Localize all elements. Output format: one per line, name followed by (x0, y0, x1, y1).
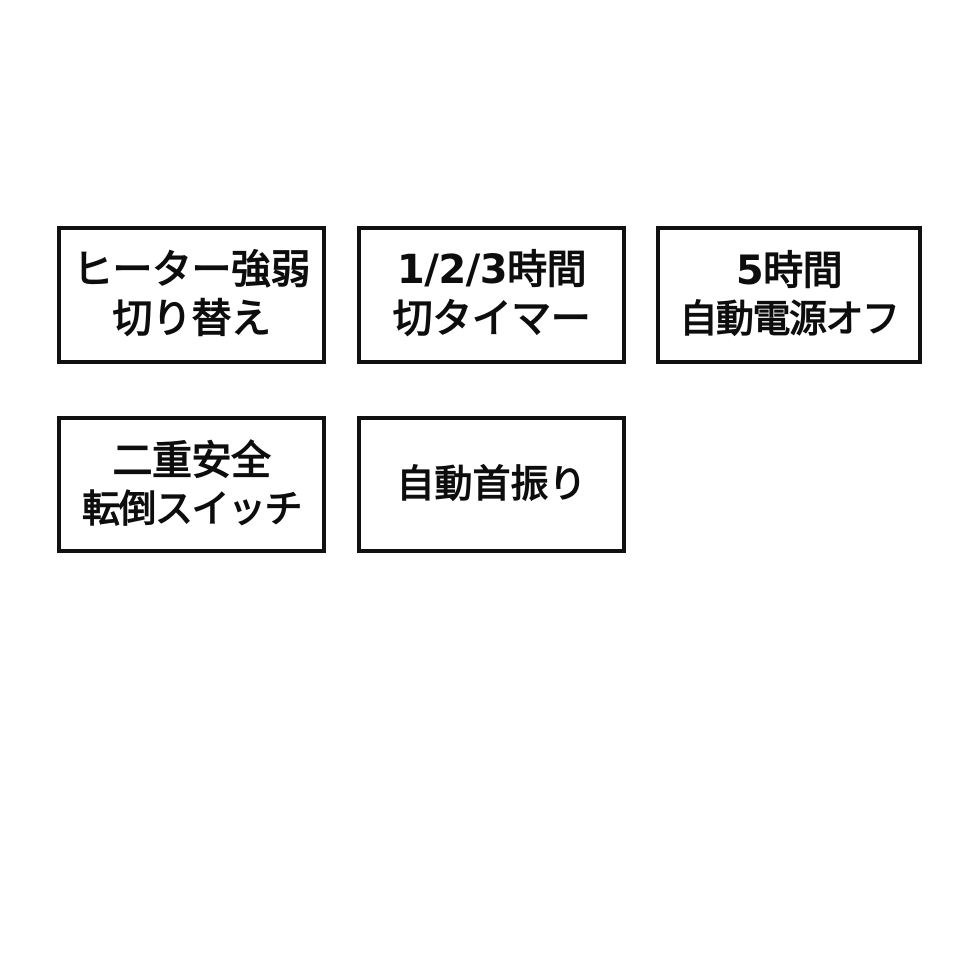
feature-label-line2: 転倒スイッチ (81, 486, 303, 531)
feature-label-line2: 切タイマー (392, 296, 591, 342)
feature-label-line1: 5時間 (735, 248, 843, 295)
feature-card-heater-power-switch: ヒーター強弱 切り替え (57, 226, 326, 364)
feature-label-line2: 切り替え (112, 296, 272, 342)
feature-card-off-timer: 1/2/3時間 切タイマー (357, 226, 626, 364)
feature-label-line1: 自動首振り (396, 462, 587, 507)
feature-card-auto-power-off: 5時間 自動電源オフ (656, 226, 922, 364)
feature-label-line1: ヒーター強弱 (73, 247, 311, 294)
feature-label-line2: 自動電源オフ (679, 297, 900, 342)
feature-card-auto-oscillation: 自動首振り (357, 416, 626, 553)
feature-card-double-safety-tipover-switch: 二重安全 転倒スイッチ (57, 416, 326, 553)
feature-label-line1: 1/2/3時間 (396, 247, 587, 294)
feature-label-line1: 二重安全 (112, 437, 272, 484)
